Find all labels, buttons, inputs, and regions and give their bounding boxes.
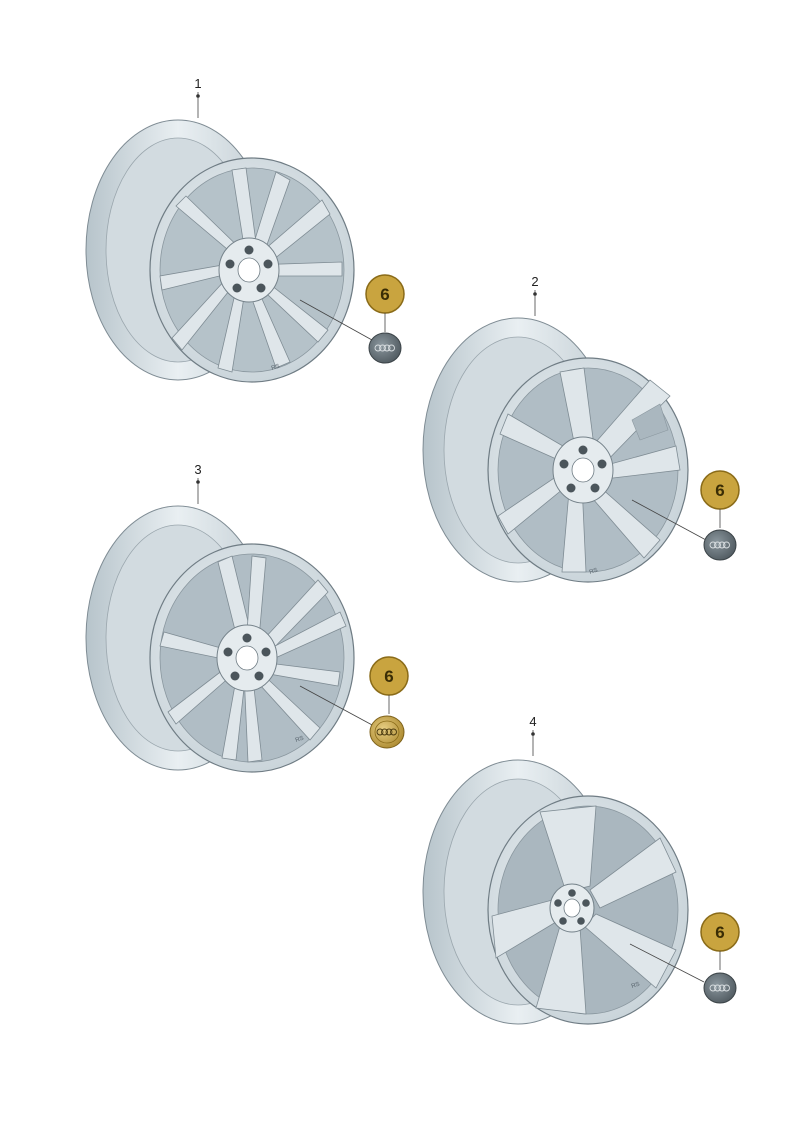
svg-text:RS: RS: [589, 568, 599, 576]
lug-holes: [225, 245, 273, 293]
part-number-4: 4: [529, 714, 536, 729]
svg-text:RS: RS: [631, 982, 641, 990]
center-cap: [703, 529, 737, 561]
badge-label: 6: [384, 667, 393, 686]
audi-rings-logo: [376, 728, 397, 736]
badge-label: 6: [715, 923, 724, 942]
audi-rings-logo: [374, 344, 395, 352]
lug-holes: [554, 889, 590, 925]
spokes: [491, 805, 677, 1015]
wheel-4: 4 RS 6: [422, 714, 740, 1025]
center-cap: [368, 332, 402, 364]
svg-text:RS: RS: [271, 364, 281, 372]
badge-label: 6: [380, 285, 389, 304]
part-number-2: 2: [531, 274, 538, 289]
audi-rings-logo: [709, 984, 730, 992]
center-cap-gold: [369, 715, 405, 749]
lug-holes: [559, 445, 607, 493]
wheel-2: 2 RS 6: [422, 274, 740, 583]
wheel-1: 1 RS 6: [85, 76, 405, 383]
center-cap: [703, 972, 737, 1004]
audi-rings-logo: [709, 541, 730, 549]
wheel-3: 3 RS 6: [85, 462, 409, 773]
part-number-1: 1: [194, 76, 201, 91]
part-number-3: 3: [194, 462, 201, 477]
badge-label: 6: [715, 481, 724, 500]
svg-text:RS: RS: [295, 736, 305, 744]
lug-holes: [223, 633, 271, 681]
